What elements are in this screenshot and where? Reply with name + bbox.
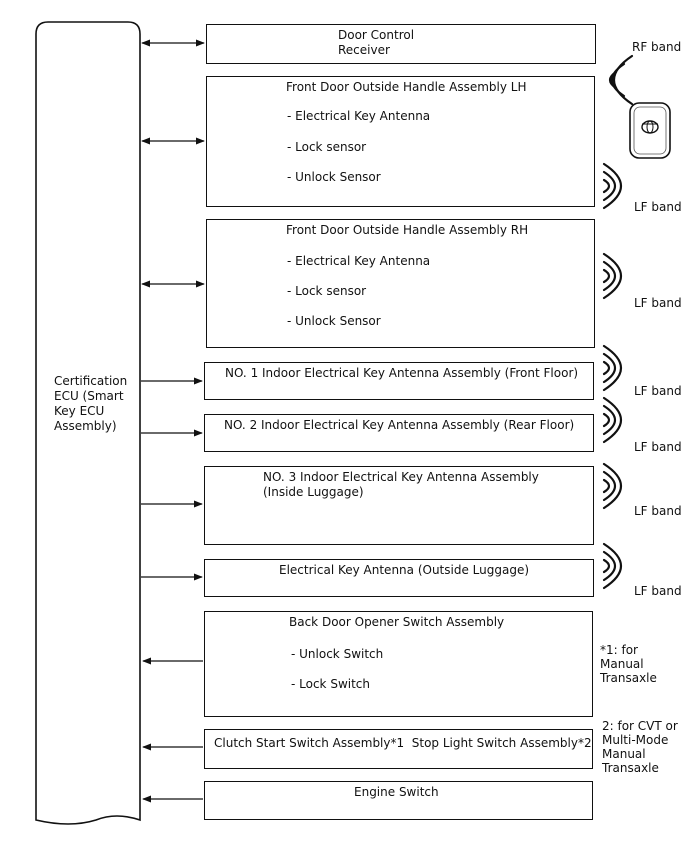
- list-item: - Unlock Switch: [291, 647, 384, 661]
- box-title: Clutch Start Switch Assembly*1 Stop Ligh…: [214, 736, 592, 750]
- box-title: Engine Switch: [354, 785, 439, 799]
- radio-wave-icon: [608, 54, 634, 106]
- ecu-box-outline: [35, 21, 141, 825]
- footnote-2: 2: for CVT or Multi-Mode Manual Transaxl…: [602, 719, 678, 775]
- indoor-antenna-3-box: NO. 3 Indoor Electrical Key Antenna Asse…: [204, 466, 594, 545]
- lf-band-label: LF band: [634, 440, 682, 454]
- lf-band-label: LF band: [634, 384, 682, 398]
- radio-wave-icon: [602, 542, 622, 590]
- list-item: - Unlock Sensor: [287, 170, 381, 184]
- list-item: - Lock sensor: [287, 140, 367, 154]
- radio-wave-icon: [602, 252, 622, 300]
- radio-wave-icon: [602, 396, 622, 444]
- box-title: Front Door Outside Handle Assembly LH: [286, 80, 527, 94]
- box-title: Door Control Receiver: [338, 28, 415, 57]
- clutch-stop-light-switch-box: Clutch Start Switch Assembly*1 Stop Ligh…: [204, 729, 593, 769]
- smart-key-fob-icon: [629, 102, 671, 159]
- box-title: NO. 2 Indoor Electrical Key Antenna Asse…: [224, 418, 575, 432]
- box-title: Electrical Key Antenna (Outside Luggage): [279, 563, 530, 577]
- front-door-handle-lh-box: Front Door Outside Handle Assembly LH - …: [206, 76, 595, 207]
- box-title: NO. 1 Indoor Electrical Key Antenna Asse…: [225, 366, 579, 380]
- box-title: Back Door Opener Switch Assembly: [289, 615, 505, 629]
- outside-luggage-antenna-box: Electrical Key Antenna (Outside Luggage): [204, 559, 594, 597]
- indoor-antenna-2-box: NO. 2 Indoor Electrical Key Antenna Asse…: [204, 414, 594, 452]
- rf-band-label: RF band: [632, 40, 682, 54]
- list-item: - Lock sensor: [287, 284, 367, 298]
- lf-band-label: LF band: [634, 584, 682, 598]
- lf-band-label: LF band: [634, 504, 682, 518]
- radio-wave-icon: [602, 462, 622, 510]
- box-title: NO. 3 Indoor Electrical Key Antenna Asse…: [263, 470, 539, 499]
- engine-switch-box: Engine Switch: [204, 781, 593, 820]
- list-item: - Lock Switch: [291, 677, 370, 691]
- ecu-label: Certification ECU (Smart Key ECU Assembl…: [54, 374, 128, 433]
- front-door-handle-rh-box: Front Door Outside Handle Assembly RH - …: [206, 219, 595, 348]
- list-item: - Electrical Key Antenna: [287, 109, 431, 123]
- lf-band-label: LF band: [634, 200, 682, 214]
- list-item: - Unlock Sensor: [287, 314, 381, 328]
- list-item: - Electrical Key Antenna: [287, 254, 431, 268]
- lf-band-label: LF band: [634, 296, 682, 310]
- radio-wave-icon: [602, 344, 622, 392]
- radio-wave-icon: [602, 162, 622, 210]
- door-control-receiver-box: Door Control Receiver: [206, 24, 596, 64]
- indoor-antenna-1-box: NO. 1 Indoor Electrical Key Antenna Asse…: [204, 362, 594, 400]
- back-door-opener-switch-box: Back Door Opener Switch Assembly - Unloc…: [204, 611, 593, 717]
- box-title: Front Door Outside Handle Assembly RH: [286, 223, 529, 237]
- footnote-1: *1: for Manual Transaxle: [600, 643, 657, 685]
